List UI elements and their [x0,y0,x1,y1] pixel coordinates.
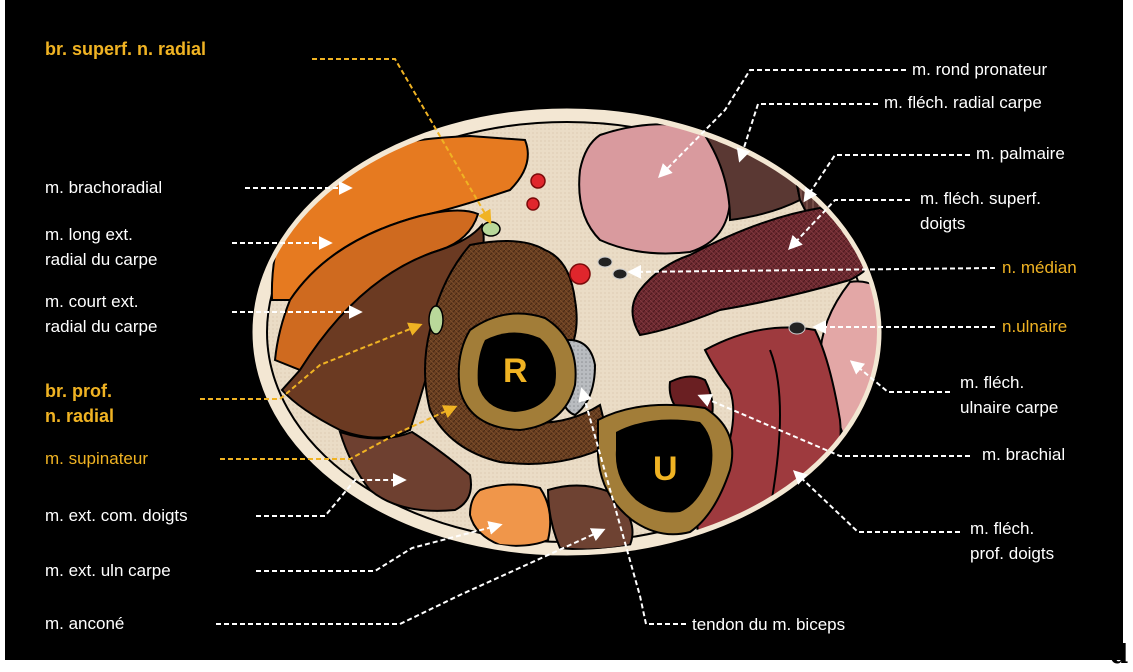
median-nerve-2 [613,269,627,279]
label-m-rond-pronateur: m. rond pronateur [912,59,1047,81]
radius-letter: R [503,352,528,391]
radial-artery [570,264,590,284]
label-n-median: n. médian [1002,257,1077,279]
ulna-letter: U [653,450,678,489]
leader-flech-radial-carpe [740,104,878,160]
label-m-flech-ulnaire-1: m. fléch. [960,372,1024,394]
deep-radial-nerve [429,306,443,334]
label-m-long-ext-1: m. long ext. [45,224,133,246]
label-m-ext-uln-carpe: m. ext. uln carpe [45,560,171,582]
artery-2 [527,198,539,210]
artery-1 [531,174,545,188]
label-m-ancone: m. anconé [45,613,124,635]
leader-flech-prof [795,472,960,532]
label-m-court-ext-2: radial du carpe [45,316,157,338]
label-br-superf-n-radial: br. superf. n. radial [45,38,206,60]
label-n-ulnaire: n.ulnaire [1002,316,1067,338]
label-m-flech-prof-2: prof. doigts [970,543,1054,565]
label-m-flech-prof-1: m. fléch. [970,518,1034,540]
label-m-palmaire: m. palmaire [976,143,1065,165]
label-m-flech-superf-1: m. fléch. superf. [920,188,1041,210]
label-m-flech-superf-2: doigts [920,213,965,235]
label-m-brachoradial: m. brachoradial [45,177,162,199]
label-br-prof-2: n. radial [45,405,114,427]
label-m-long-ext-2: radial du carpe [45,249,157,271]
superf-radial-nerve [482,222,500,236]
rond-pronateur-muscle [579,124,730,253]
label-m-supinateur: m. supinateur [45,448,148,470]
median-nerve-1 [598,257,612,267]
label-m-flech-ulnaire-2: ulnaire carpe [960,397,1058,419]
ulnar-nerve [789,322,805,334]
panel-letter: d [1110,640,1128,670]
label-m-flech-radial-carpe: m. fléch. radial carpe [884,92,1042,114]
label-m-court-ext-1: m. court ext. [45,291,139,313]
label-br-prof-1: br. prof. [45,380,112,402]
label-tendon-biceps: tendon du m. biceps [692,614,845,636]
label-m-brachial: m. brachial [982,444,1065,466]
label-m-ext-com-doigts: m. ext. com. doigts [45,505,188,527]
